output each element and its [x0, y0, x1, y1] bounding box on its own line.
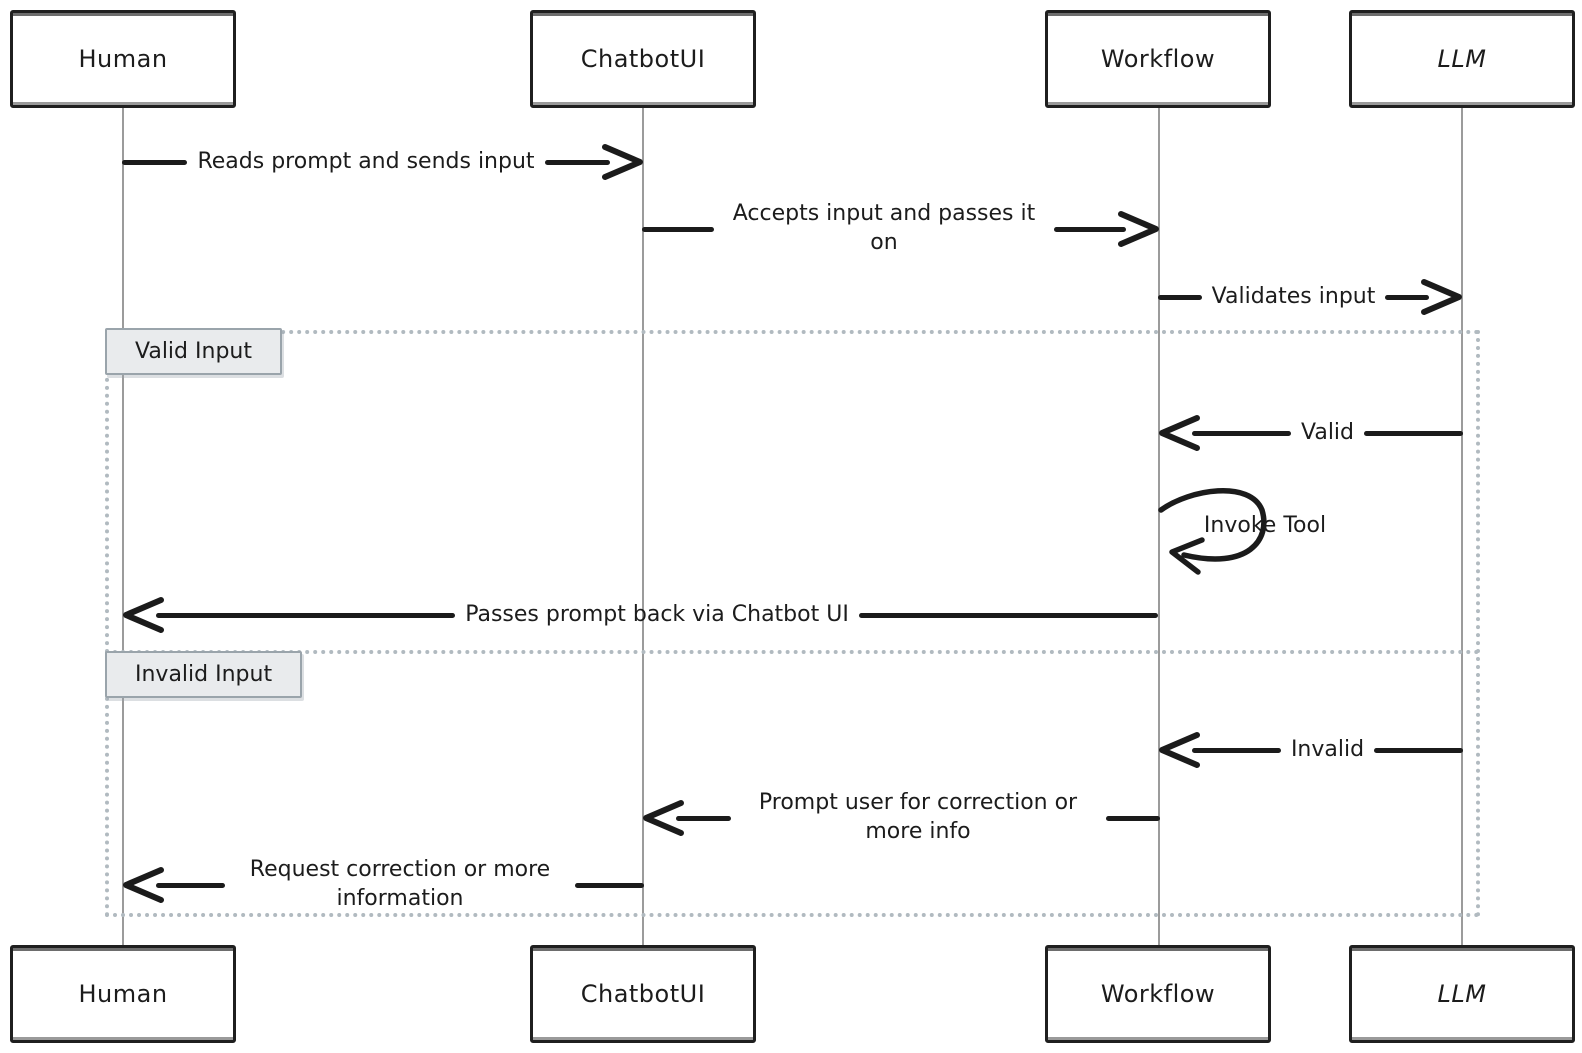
message-line — [1364, 430, 1464, 436]
actor-label-human: Human — [78, 980, 168, 1008]
actor-label-llm: LLM — [1437, 45, 1487, 73]
message-line — [1054, 226, 1126, 232]
message-label: Reads prompt and sends input — [197, 148, 535, 174]
msg-passes-prompt-back: Passes prompt back via Chatbot UI — [122, 585, 1159, 645]
msg-reads-prompt: Reads prompt and sends input — [122, 132, 644, 192]
actor-label-chatbotui: ChatbotUI — [580, 45, 706, 73]
actor-box-workflow-top: Workflow — [1045, 10, 1271, 108]
message-line — [156, 882, 225, 888]
message-label: Invalid — [1290, 736, 1365, 762]
message-label: Valid — [1301, 419, 1355, 445]
message-line — [642, 226, 714, 232]
message-line — [1374, 747, 1463, 753]
actor-label-workflow: Workflow — [1100, 980, 1216, 1008]
message-line — [544, 159, 611, 165]
arrowhead-right-icon — [1421, 279, 1463, 315]
actor-label-llm: LLM — [1437, 980, 1487, 1008]
actor-box-workflow-bottom: Workflow — [1045, 945, 1271, 1043]
lifeline-chatbotui — [642, 106, 644, 947]
arrowhead-left-icon — [1159, 732, 1200, 768]
message-line — [1192, 747, 1281, 753]
message-line — [676, 815, 731, 821]
arrowhead-left-icon — [1159, 415, 1200, 451]
actor-box-human-top: Human — [10, 10, 236, 108]
alt-section-label-valid-text: Valid Input — [135, 339, 252, 364]
message-line — [1385, 294, 1430, 300]
message-line — [156, 612, 456, 618]
message-label: Prompt user for correction or more info — [758, 790, 1078, 844]
alt-frame-divider — [105, 650, 1480, 654]
actor-box-llm-top: LLM — [1349, 10, 1575, 108]
actor-box-chatbotui-top: ChatbotUI — [530, 10, 756, 108]
actor-label-chatbotui: ChatbotUI — [580, 980, 706, 1008]
msg-validates-input: Validates input — [1158, 267, 1463, 327]
message-line — [575, 882, 644, 888]
actor-label-human: Human — [78, 45, 168, 73]
message-label: Passes prompt back via Chatbot UI — [465, 601, 849, 627]
lifeline-human — [122, 106, 124, 947]
arrowhead-right-icon — [1118, 211, 1159, 247]
lifeline-workflow — [1158, 106, 1160, 947]
alt-section-label-invalid-text: Invalid Input — [135, 662, 273, 687]
msg-valid: Valid — [1158, 403, 1464, 463]
arrowhead-left-icon — [123, 867, 164, 903]
lifeline-llm — [1461, 106, 1463, 947]
msg-invoke-tool: Invoke Tool — [1203, 513, 1327, 538]
self-loop-arrow-icon — [1158, 488, 1267, 575]
message-label: Request correction or more information — [249, 857, 551, 911]
message-line — [858, 612, 1159, 618]
alt-section-label-valid: Valid Input — [105, 328, 282, 375]
msg-invalid: Invalid — [1158, 720, 1463, 780]
msg-accepts-input: Accepts input and passes it on — [642, 197, 1160, 261]
alt-section-label-invalid: Invalid Input — [105, 651, 303, 698]
actor-label-workflow: Workflow — [1100, 45, 1216, 73]
arrowhead-right-icon — [602, 144, 644, 180]
message-line — [122, 159, 188, 165]
msg-request-correction: Request correction or more information — [122, 853, 644, 917]
message-line — [1192, 430, 1291, 436]
arrowhead-left-icon — [643, 800, 684, 836]
arrowhead-left-icon — [123, 597, 164, 633]
msg-prompt-user-correction: Prompt user for correction or more info — [642, 786, 1160, 850]
actor-box-human-bottom: Human — [10, 945, 236, 1043]
message-label: Validates input — [1211, 283, 1376, 309]
actor-box-chatbotui-bottom: ChatbotUI — [530, 945, 756, 1043]
message-line — [1158, 294, 1202, 300]
message-label: Accepts input and passes it on — [732, 201, 1036, 255]
message-line — [1105, 815, 1160, 821]
alt-frame — [105, 330, 1480, 917]
actor-box-llm-bottom: LLM — [1349, 945, 1575, 1043]
